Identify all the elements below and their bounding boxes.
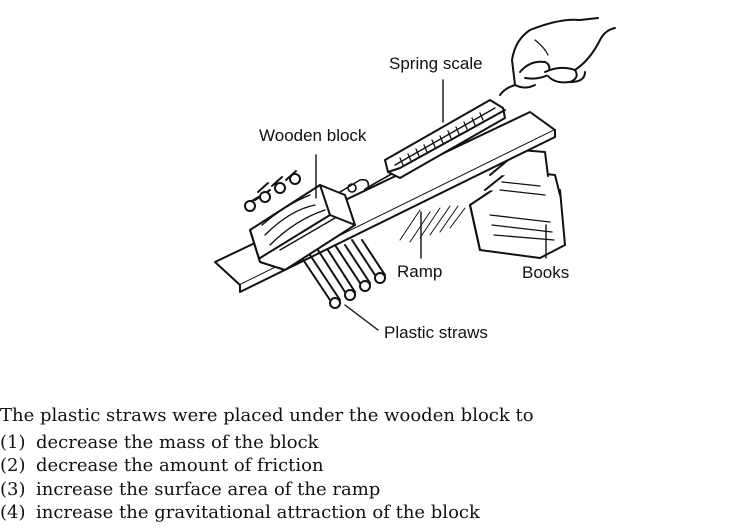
question-stem: The plastic straws were placed under the… [0, 405, 534, 426]
spring-scale-illustration [384, 99, 506, 179]
wooden-block-illustration [249, 184, 356, 271]
question-block: The plastic straws were placed under the… [0, 404, 534, 525]
label-spring-scale: Spring scale [389, 54, 483, 73]
hook-illustration [339, 171, 396, 193]
choice-number: (1) [0, 431, 26, 453]
choice-text: decrease the mass of the block [36, 431, 319, 453]
hand-illustration [499, 17, 616, 96]
leader-lines [315, 79, 547, 331]
label-plastic-straws: Plastic straws [384, 323, 488, 342]
choice-text: increase the gravitational attraction of… [36, 502, 480, 523]
plastic-straws-leader [344, 304, 379, 331]
straws-back [244, 170, 301, 212]
answer-choice-3: (3) increase the surface area of the ram… [0, 478, 534, 502]
answer-choice-2: (2) decrease the amount of friction [0, 454, 534, 478]
ramp-shadow [399, 205, 466, 243]
label-ramp: Ramp [397, 262, 443, 281]
answer-choice-4: (4) increase the gravitational attractio… [0, 501, 534, 525]
label-books: Books [522, 263, 570, 282]
choice-number: (2) [0, 455, 26, 476]
straws-front [299, 239, 386, 309]
choice-text: decrease the amount of friction [36, 455, 324, 476]
choice-text: increase the surface area of the ramp [36, 478, 381, 500]
ramp-diagram [214, 17, 616, 331]
label-wooden-block: Wooden block [259, 126, 367, 145]
books-illustration [469, 149, 566, 259]
choice-number: (4) [0, 502, 26, 523]
choice-number: (3) [0, 478, 26, 500]
answer-choice-1: (1) decrease the mass of the block [0, 431, 534, 455]
experiment-figure: Spring scale Wooden block Ramp Books Pla… [214, 17, 616, 342]
